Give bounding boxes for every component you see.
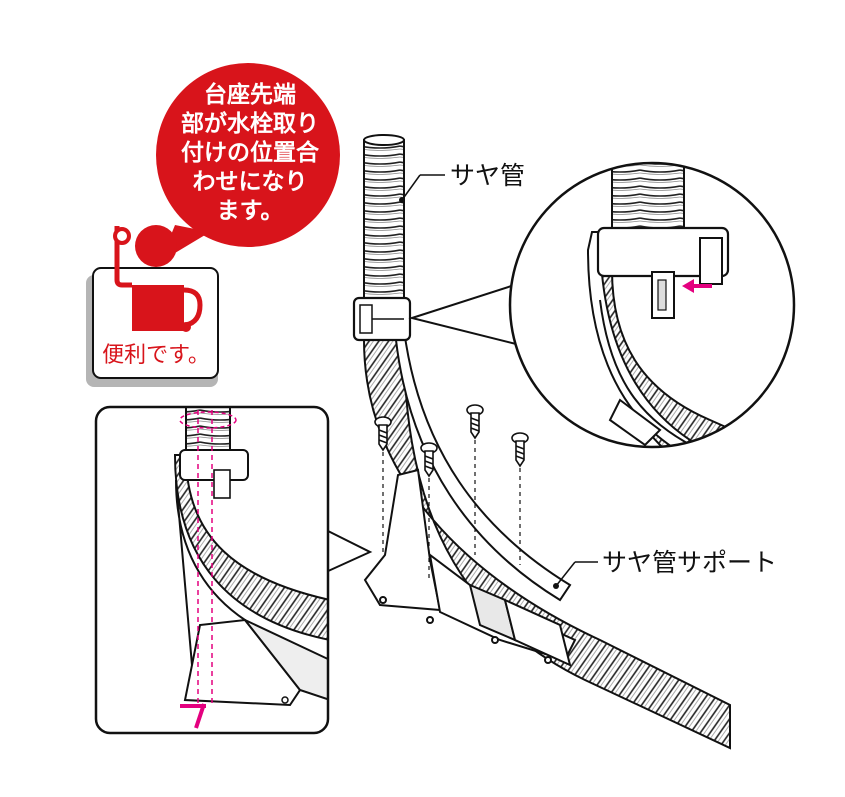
sheath-pipe-support (363, 327, 577, 667)
convenience-badge: 便利です。 (86, 225, 219, 387)
callout-line-3: 付けの位置合 (181, 139, 320, 166)
screw-guide-lines (382, 440, 521, 580)
alignment-inset (94, 405, 373, 735)
badge-text: 便利です。 (102, 343, 210, 368)
mascot-icon (113, 225, 203, 332)
label-saya-kan-support: サヤ管サポート (553, 548, 777, 589)
callout-line-5: ます。 (217, 198, 284, 224)
push-arrow-icon (682, 279, 712, 293)
pipe-clamp (352, 296, 412, 342)
callout-bubble: 台座先端 部が水栓取り 付けの位置合 わせになり ます。 (156, 63, 340, 262)
label-saya-kan: サヤ管 (399, 161, 525, 203)
alignment-mark-icon (180, 703, 206, 729)
callout-line-1: 台座先端 (204, 81, 296, 108)
magnified-view (408, 161, 796, 449)
callout-line-4: わせになり (193, 169, 308, 195)
screw-icon (374, 404, 529, 478)
saya-kan-support-label: サヤ管サポート (602, 548, 777, 577)
saya-kan-label: サヤ管 (450, 161, 525, 190)
callout-line-2: 部が水栓取り (181, 110, 319, 137)
